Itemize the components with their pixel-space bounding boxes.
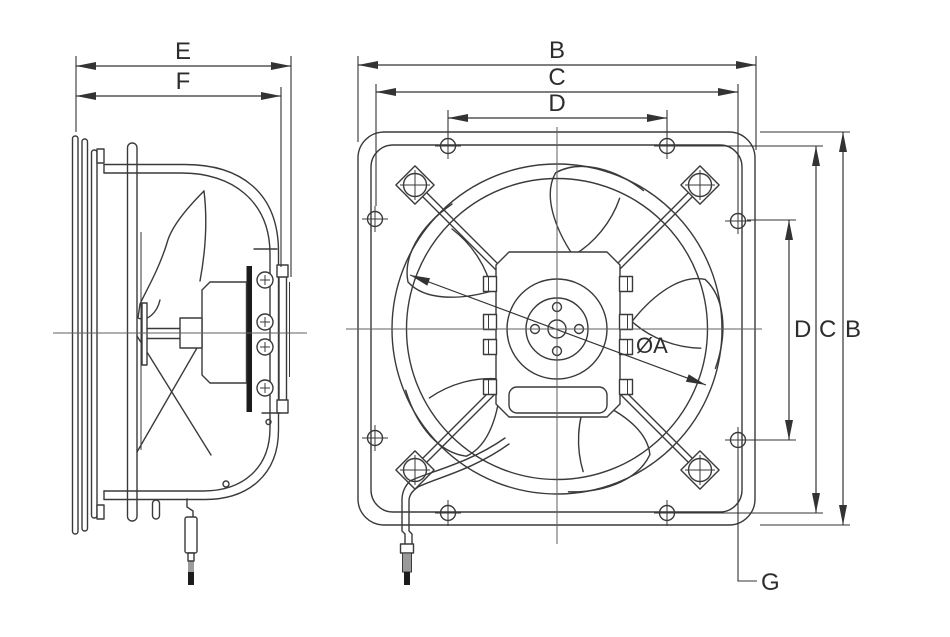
tie-rod [126, 142, 138, 522]
dim-label-f: F [176, 68, 191, 95]
dim-label-b-top: B [549, 37, 565, 64]
power-cord-front [399, 437, 510, 585]
name-plate [508, 386, 608, 414]
side-dimensions: E F [75, 38, 292, 277]
dim-label-d-right: D [794, 316, 811, 343]
flange-plates [71, 135, 105, 535]
power-cord-side [184, 498, 198, 585]
dim-label-c-right: C [819, 316, 836, 343]
front-right-dimensions: D C B [676, 131, 861, 526]
blade-profile [136, 190, 212, 456]
dim-label-diameter-a: ØA [636, 333, 668, 358]
hub-side [141, 302, 148, 366]
hole-callout: G [737, 450, 780, 596]
dim-label-g: G [761, 569, 780, 596]
dim-label-c-top: C [548, 64, 565, 91]
rod-end [151, 499, 161, 520]
front-view: ØA B C D [346, 37, 861, 596]
pivot-rail [222, 248, 290, 488]
dim-label-d-top: D [548, 90, 565, 117]
dim-label-e: E [175, 38, 191, 65]
side-view: E F [53, 38, 307, 585]
front-top-dimensions: B C D [357, 37, 757, 210]
impeller-diameter-dim: ØA [409, 274, 707, 386]
dim-label-b-right: B [845, 316, 861, 343]
motor-mount-plate [246, 266, 252, 412]
frame-profile [103, 163, 280, 501]
